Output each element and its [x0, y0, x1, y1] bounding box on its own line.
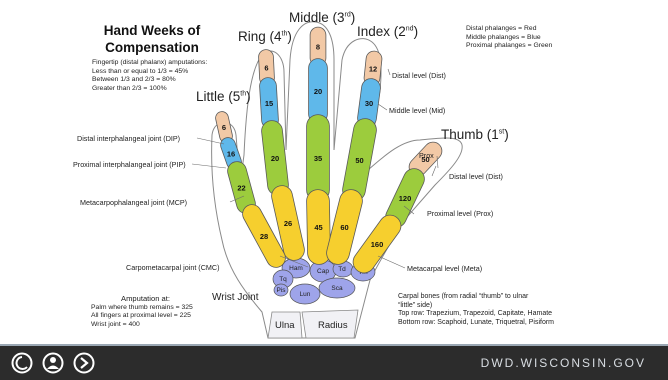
carpal-td-label: Td [338, 266, 346, 273]
carpal-ham-label: Ham [289, 265, 303, 272]
finger-index-close: ) [414, 24, 419, 39]
label-dip-joint: Distal interphalangeal joint (DIP) [77, 134, 180, 143]
label-ulna: Ulna [275, 320, 295, 331]
little-metacarpal-value: 28 [260, 232, 268, 241]
carpal-info-line-3: Top row: Trapezium, Trapezoid, Capitate,… [398, 310, 554, 319]
finger-ring-close: ) [287, 29, 292, 44]
legend-distal: Distal phalanges = Red [466, 25, 552, 34]
finger-middle-name: Middle (3 [289, 10, 345, 25]
finger-index-name: Index (2 [357, 24, 406, 39]
ring-distal-value: 6 [264, 64, 268, 73]
finger-thumb-name: Thumb (1 [441, 127, 499, 142]
label-prox-thumb: Prox [419, 151, 434, 160]
ring-metacarpal-value: 26 [284, 219, 292, 228]
slide-title-line2: Compensation [104, 39, 201, 56]
label-wrist-joint: Wrist Joint [212, 292, 259, 303]
amputation-heading: Amputation at: [91, 295, 193, 304]
middle-middle-value: 20 [314, 87, 322, 96]
amputation-line-3: Wrist joint = 400 [91, 321, 193, 330]
footer-logo-icon [10, 351, 96, 375]
label-proximal-level: Proximal level (Prox) [427, 209, 493, 218]
index-metacarpal-value: 60 [340, 223, 348, 232]
label-mcp-joint: Metacarpophalangeal joint (MCP) [80, 198, 187, 207]
little-proximal-value: 22 [237, 184, 245, 193]
middle-proximal-value: 35 [314, 154, 322, 163]
carpal-sca-label: Sca [331, 285, 343, 292]
fingertip-rule-1: Less than or equal to 1/3 = 45% [92, 68, 207, 77]
label-pip-joint: Proximal interphalangeal joint (PIP) [73, 160, 186, 169]
middle-distal-value: 8 [316, 43, 320, 52]
finger-middle-close: ) [351, 10, 356, 25]
carpal-info-line-2: “little” side) [398, 302, 554, 311]
slide-title-line1: Hand Weeks of [104, 22, 201, 39]
carpal-tq-label: Tq [279, 276, 287, 283]
finger-ring-name: Ring (4 [238, 29, 282, 44]
fingertip-rules: Fingertip (distal phalanx) amputations: … [92, 59, 207, 93]
middle-metacarpal-value: 45 [314, 223, 322, 232]
label-middle-level: Middle level (Mid) [389, 106, 445, 115]
thumb-proximal-value: 120 [399, 194, 412, 203]
carpal-bones-info: Carpal bones (from radial “thumb” to uln… [398, 293, 554, 327]
finger-label-middle: Middle (3rd) [289, 10, 355, 25]
fingertip-rule-3: Greater than 2/3 = 100% [92, 85, 207, 94]
carpal-cap-label: Cap [317, 268, 329, 275]
ring-middle-value: 15 [265, 99, 273, 108]
carpal-info-line-1: Carpal bones (from radial “thumb” to uln… [398, 293, 554, 302]
amputation-line-1: Palm where thumb remains = 325 [91, 304, 193, 313]
little-distal-value: 6 [222, 123, 226, 132]
carpal-lun-label: Lun [300, 291, 311, 298]
fingertip-rules-heading: Fingertip (distal phalanx) amputations: [92, 59, 207, 68]
carpal-info-line-4: Bottom row: Scaphoid, Lunate, Triquetral… [398, 319, 554, 328]
fingertip-rule-2: Between 1/3 and 2/3 = 80% [92, 76, 207, 85]
finger-thumb-close: ) [504, 127, 509, 142]
index-proximal-value: 50 [355, 156, 363, 165]
amputation-info: Amputation at: Palm where thumb remains … [91, 295, 193, 329]
amputation-line-2: All fingers at proximal level = 225 [91, 312, 193, 321]
footer-url: DWD.WISCONSIN.GOV [481, 356, 646, 370]
index-middle-value: 30 [365, 99, 373, 108]
label-distal-level: Distal level (Dist) [392, 71, 446, 80]
little-middle-value: 16 [227, 150, 235, 159]
thumb-metacarpal-value: 160 [371, 240, 384, 249]
finger-label-index: Index (2nd) [357, 24, 418, 39]
legend-middle: Middle phalanges = Blue [466, 34, 552, 43]
legend-proximal: Proximal phalanges = Green [466, 42, 552, 51]
finger-label-thumb: Thumb (1st) [441, 127, 509, 142]
label-distal-thumb: Distal level (Dist) [449, 172, 503, 181]
finger-index-ordinal: nd [406, 26, 414, 33]
index-distal-value: 12 [369, 65, 377, 74]
label-cmc-joint: Carpometacarpal joint (CMC) [126, 263, 219, 272]
color-legend: Distal phalanges = Red Middle phalanges … [466, 25, 552, 51]
finger-label-ring: Ring (4th) [238, 29, 292, 44]
ring-proximal-value: 20 [271, 154, 279, 163]
label-radius: Radius [318, 320, 348, 331]
label-metacarpal-level: Metacarpal level (Meta) [407, 264, 482, 273]
carpal-pis-label: Pis [276, 287, 286, 294]
slide-title: Hand Weeks of Compensation [104, 22, 201, 56]
finger-little-close: ) [246, 89, 251, 104]
